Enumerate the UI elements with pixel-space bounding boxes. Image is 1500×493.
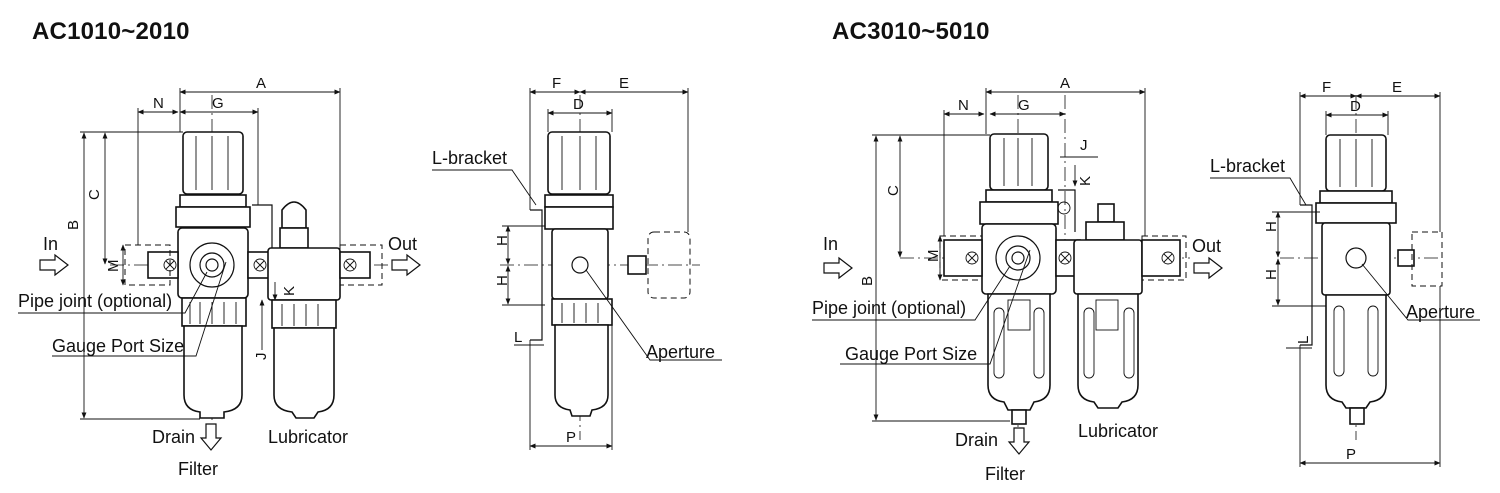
dim-h1-right: H: [1263, 221, 1280, 232]
dim-a-left: A: [256, 75, 266, 92]
dim-b-left: B: [65, 220, 82, 230]
dim-p-left: P: [566, 429, 576, 446]
dim-j-left: J: [253, 353, 270, 361]
label-in-right: In: [823, 234, 838, 254]
label-gauge-port-left: Gauge Port Size: [52, 336, 184, 356]
label-out-left: Out: [388, 234, 417, 254]
label-aperture-left: Aperture: [646, 342, 715, 362]
dim-d-right: D: [1350, 98, 1361, 115]
label-drain-left: Drain: [152, 427, 195, 447]
dim-j-right: J: [1080, 137, 1088, 154]
dim-n-left: N: [153, 95, 164, 112]
label-filter-left: Filter: [178, 459, 218, 479]
dim-l-right: L: [1295, 336, 1312, 344]
label-l-bracket-right: L-bracket: [1210, 156, 1285, 176]
dim-c-right: C: [885, 185, 902, 196]
dim-g-right: G: [1018, 97, 1030, 114]
side-view-large: [1210, 92, 1480, 467]
dim-h1-left: H: [494, 235, 511, 246]
dim-a-right: A: [1060, 75, 1070, 92]
label-in-left: In: [43, 234, 58, 254]
dim-f-right: F: [1322, 79, 1331, 96]
dim-l-left: L: [514, 329, 522, 346]
label-l-bracket-left: L-bracket: [432, 148, 507, 168]
label-filter-right: Filter: [985, 464, 1025, 484]
dim-c-left: C: [86, 189, 103, 200]
dim-d-left: D: [573, 96, 584, 113]
title-right: AC3010~5010: [832, 18, 990, 45]
dim-k-left: K: [281, 286, 298, 296]
front-view-small: [18, 88, 421, 451]
dim-f-left: F: [552, 75, 561, 92]
label-drain-right: Drain: [955, 430, 998, 450]
side-view-small: [432, 88, 722, 450]
label-lubricator-left: Lubricator: [268, 427, 348, 447]
dim-e-left: E: [619, 75, 629, 92]
dim-e-right: E: [1392, 79, 1402, 96]
dim-g-left: G: [212, 95, 224, 112]
label-pipe-joint-right: Pipe joint (optional): [812, 298, 966, 318]
label-aperture-right: Aperture: [1406, 302, 1475, 322]
dim-h2-left: H: [494, 275, 511, 286]
label-lubricator-right: Lubricator: [1078, 421, 1158, 441]
dim-m-left: M: [105, 260, 122, 273]
dim-p-right: P: [1346, 446, 1356, 463]
dim-b-right: B: [859, 276, 876, 286]
dim-h2-right: H: [1263, 269, 1280, 280]
dim-m-right: M: [925, 250, 942, 263]
front-view-large: [812, 88, 1223, 455]
dim-k-right: K: [1077, 176, 1094, 186]
dim-n-right: N: [958, 97, 969, 114]
label-gauge-port-right: Gauge Port Size: [845, 344, 977, 364]
label-out-right: Out: [1192, 236, 1221, 256]
title-left: AC1010~2010: [32, 18, 190, 45]
label-pipe-joint-left: Pipe joint (optional): [18, 291, 172, 311]
